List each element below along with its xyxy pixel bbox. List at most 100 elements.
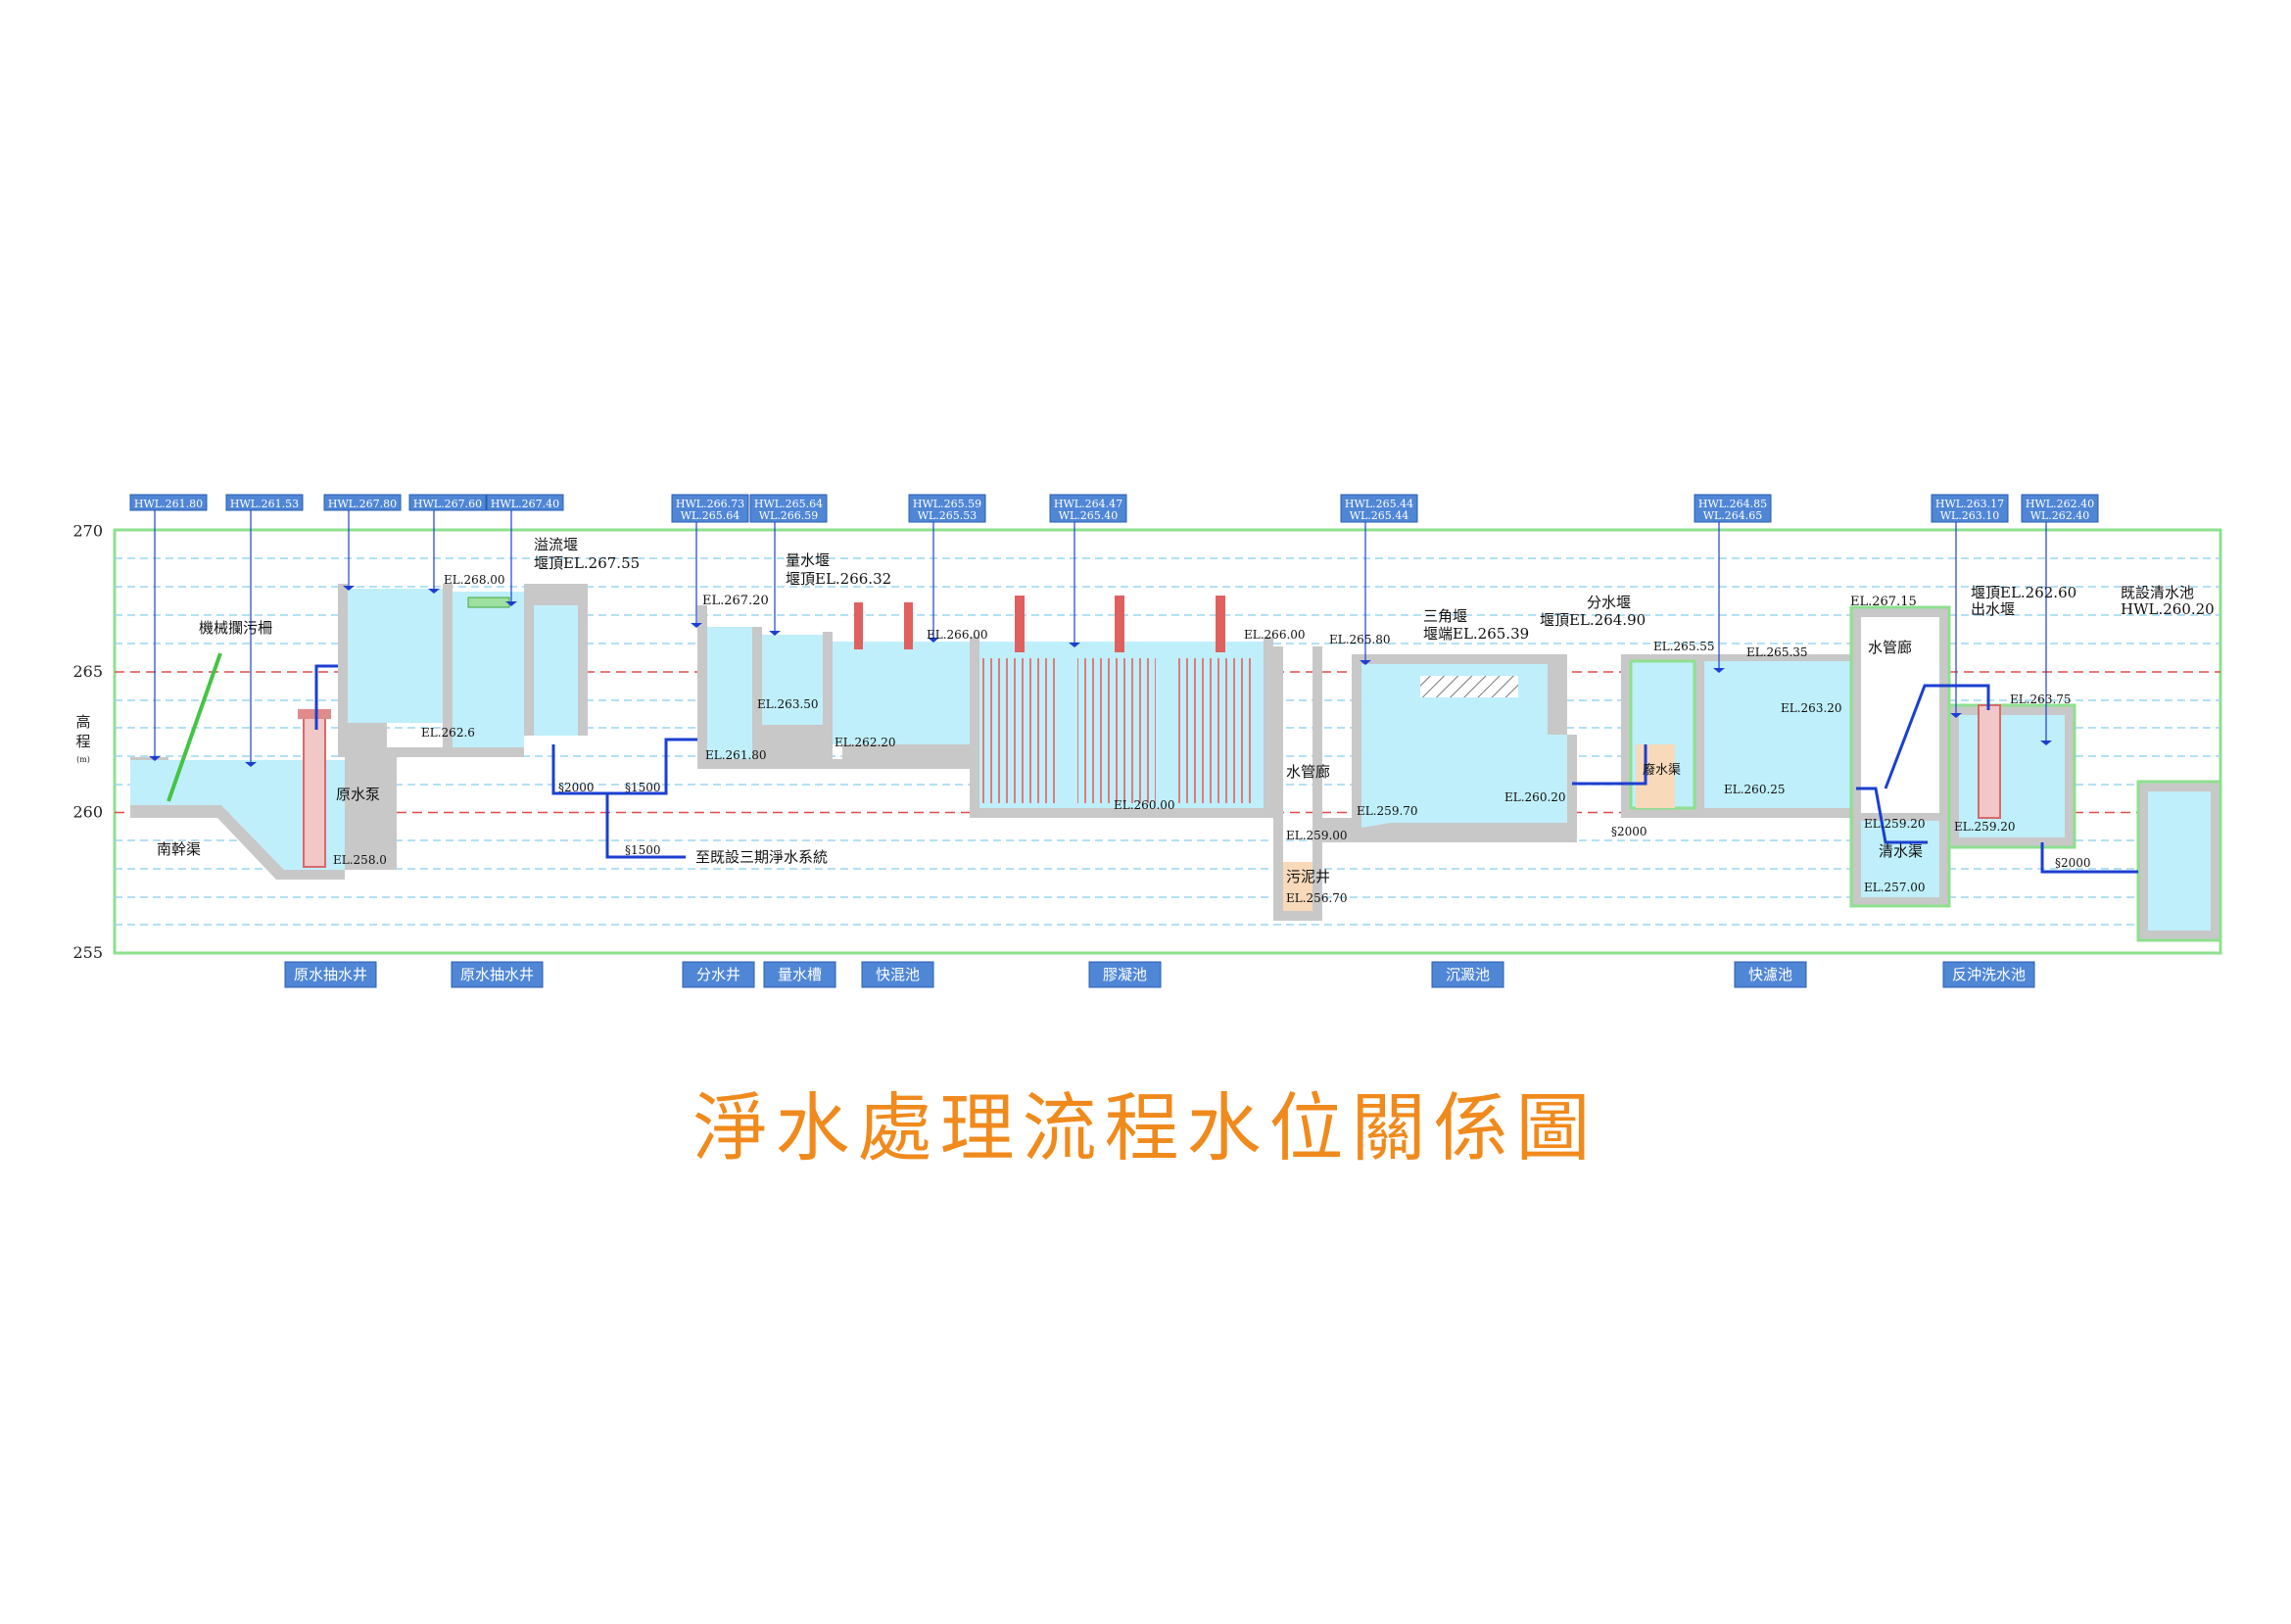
sludge-well (1283, 862, 1313, 911)
top-tag-line1: HWL.267.60 (413, 498, 482, 510)
y-axis-label-2: 程 (75, 733, 90, 750)
water-level-marker (928, 638, 939, 643)
annotation-label: 出水堰 (1971, 600, 2015, 618)
raw-well-water-2 (453, 592, 524, 747)
top-tag-box (129, 494, 208, 511)
annotation-label: EL.260.00 (1114, 798, 1175, 812)
y-tick-label: 270 (72, 522, 103, 541)
bottom-label-box (284, 961, 377, 988)
annotation-label: 量水堰 (786, 551, 830, 569)
rapid-filter-water-2 (1704, 661, 1856, 808)
water-level-marker (2040, 740, 2052, 745)
top-tag-box (1931, 494, 2009, 523)
bottom-label-box (861, 961, 934, 988)
diagram-frame (113, 528, 2222, 955)
annotation-label: EL.267.15 (1850, 595, 1917, 609)
annotation-label: 既設清水池 (2121, 584, 2194, 601)
annotation-label: §2000 (1611, 825, 1647, 838)
y-axis-unit: (m) (76, 755, 90, 764)
bottom-label-text: 快混池 (876, 966, 920, 983)
top-tag-line2: WL.262.40 (2030, 509, 2090, 522)
annotation-label: EL.266.00 (927, 628, 988, 642)
distribution-well-water (707, 627, 752, 759)
tube-settler (1420, 676, 1518, 697)
raw-well-water-1 (348, 589, 443, 723)
y-axis-label-1: 高 (75, 713, 90, 731)
water-level-marker (691, 623, 702, 628)
pipe-gallery-2 (1861, 617, 1939, 813)
annotation-label: HWL.260.20 (2121, 600, 2215, 618)
top-tag-box (408, 494, 487, 511)
top-tag-box (671, 494, 749, 523)
annotation-label: 分水堰 (1587, 594, 1631, 611)
annotation-label: 南幹渠 (157, 840, 201, 858)
top-tag-line2: WL.265.40 (1059, 509, 1119, 522)
annotation-label: EL.262.6 (421, 726, 475, 740)
bottom-label-box (1431, 961, 1504, 988)
annotation-label: EL.263.75 (2010, 693, 2072, 706)
flocculator-1 (982, 658, 1061, 803)
annotation-label: EL.260.25 (1724, 783, 1786, 796)
top-tag-line2: WL.265.64 (681, 509, 740, 522)
bottom-label-box (1734, 961, 1807, 988)
raw-well-wall (338, 584, 588, 757)
screen-bar (167, 652, 222, 802)
waste-channel (1636, 744, 1675, 808)
bottom-label-text: 原水抽水井 (294, 966, 367, 983)
annotations: 機械攔污柵原水泵南幹渠EL.258.0溢流堰堰頂EL.267.55EL.268.… (157, 536, 2215, 905)
annotation-label: EL.259.20 (1954, 820, 2016, 834)
mixer-4 (854, 602, 863, 649)
distribution-well-wall (697, 605, 970, 769)
flocculator-3 (1178, 658, 1257, 803)
water-level-marker (1713, 668, 1725, 673)
pipe-to-distribution (551, 738, 697, 795)
top-tag-box (1340, 494, 1418, 523)
bottom-label-text: 快濾池 (1748, 966, 1792, 983)
structures (130, 584, 2222, 942)
annotation-label: EL.265.80 (1329, 633, 1391, 646)
top-tag-box (1694, 494, 1772, 523)
top-tag-line1: HWL.264.85 (1698, 498, 1767, 510)
annotation-label: §1500 (625, 843, 661, 857)
top-tag-line1: HWL.265.59 (913, 498, 981, 510)
top-tag-line1: HWL.265.64 (754, 498, 823, 510)
pipes (314, 664, 2138, 874)
top-tag-box (2021, 494, 2099, 523)
annotation-label: EL.265.35 (1746, 645, 1808, 659)
bottom-label-text: 沉澱池 (1446, 966, 1490, 983)
annotation-label: 原水泵 (336, 786, 380, 803)
sedimentation-water (1361, 664, 1567, 828)
annotation-label: 廢水渠 (1643, 763, 1681, 778)
page-title: 淨水處理流程水位關係圖 (692, 1084, 1599, 1171)
annotation-label: §2000 (2055, 856, 2091, 870)
annotation-label: 堰端EL.265.39 (1423, 625, 1529, 643)
water-level-marker (343, 586, 355, 591)
top-tag-line1: HWL.261.53 (230, 498, 299, 510)
top-tag-line2: WL.265.44 (1350, 509, 1409, 522)
bottom-label-box (763, 961, 836, 988)
top-tag-line1: HWL.267.80 (328, 498, 397, 510)
bottom-label-text: 量水槽 (778, 966, 822, 983)
bottom-label-box (1088, 961, 1162, 988)
annotation-label: 堰頂EL.264.90 (1540, 611, 1646, 629)
bottom-label-box (682, 961, 755, 988)
annotation-label: 清水渠 (1879, 842, 1923, 860)
annotation-label: 堰頂EL.267.55 (534, 554, 640, 572)
pipe-to-filter (1572, 744, 1647, 786)
annotation-label: EL.259.00 (1286, 829, 1348, 842)
bottom-label-text: 反沖洗水池 (1952, 966, 2026, 983)
annotation-label: EL.261.80 (705, 748, 767, 762)
annotation-label: EL.259.20 (1864, 817, 1926, 831)
backwash-water (1959, 715, 2065, 837)
south-channel-water (130, 760, 345, 870)
annotation-label: EL.265.55 (1653, 640, 1715, 653)
bottom-label-box (1942, 961, 2035, 988)
water-level-marker (245, 762, 257, 767)
water-level-marker (769, 631, 781, 636)
annotation-label: 污泥井 (1286, 868, 1330, 885)
annotation-label: EL.260.20 (1504, 790, 1566, 804)
top-tag-box (486, 494, 564, 511)
top-tag-line1: HWL.262.40 (2026, 498, 2094, 510)
